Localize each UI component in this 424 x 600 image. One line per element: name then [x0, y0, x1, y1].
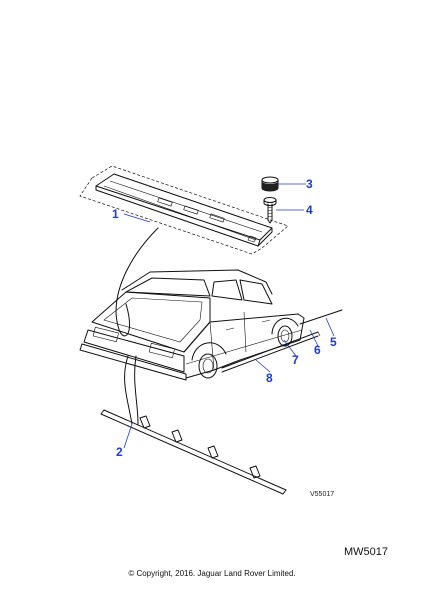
leader-7: [283, 339, 297, 357]
leader-2: [123, 423, 133, 449]
figure-code: V55017: [310, 491, 334, 498]
callout-4: 4: [306, 203, 313, 217]
rubber-cap: [261, 176, 279, 192]
leader-8: [255, 359, 271, 373]
callout-7: 7: [292, 353, 299, 367]
leader-6: [309, 329, 319, 347]
leader-1: [123, 213, 151, 223]
valance-leader-loop: [124, 355, 139, 425]
callout-6: 6: [314, 343, 321, 357]
car-outline: [79, 269, 305, 381]
callout-8: 8: [266, 371, 273, 385]
spoiler-leader-loop: [115, 227, 159, 337]
leader-5: [325, 317, 335, 337]
spoiler-dashed-box: [79, 165, 289, 255]
screw: [263, 197, 277, 224]
rear-valance-strip: [100, 409, 287, 495]
callout-2: 2: [116, 445, 123, 459]
callout-3: 3: [306, 177, 313, 191]
callout-1: 1: [112, 207, 119, 221]
side-moulding-strip: [221, 309, 343, 373]
diagram-reference: MW5017: [343, 546, 388, 558]
copyright-notice: © Copyright, 2016. Jaguar Land Rover Lim…: [128, 569, 296, 578]
callout-5: 5: [330, 335, 337, 349]
rear-spoiler: [95, 173, 273, 247]
